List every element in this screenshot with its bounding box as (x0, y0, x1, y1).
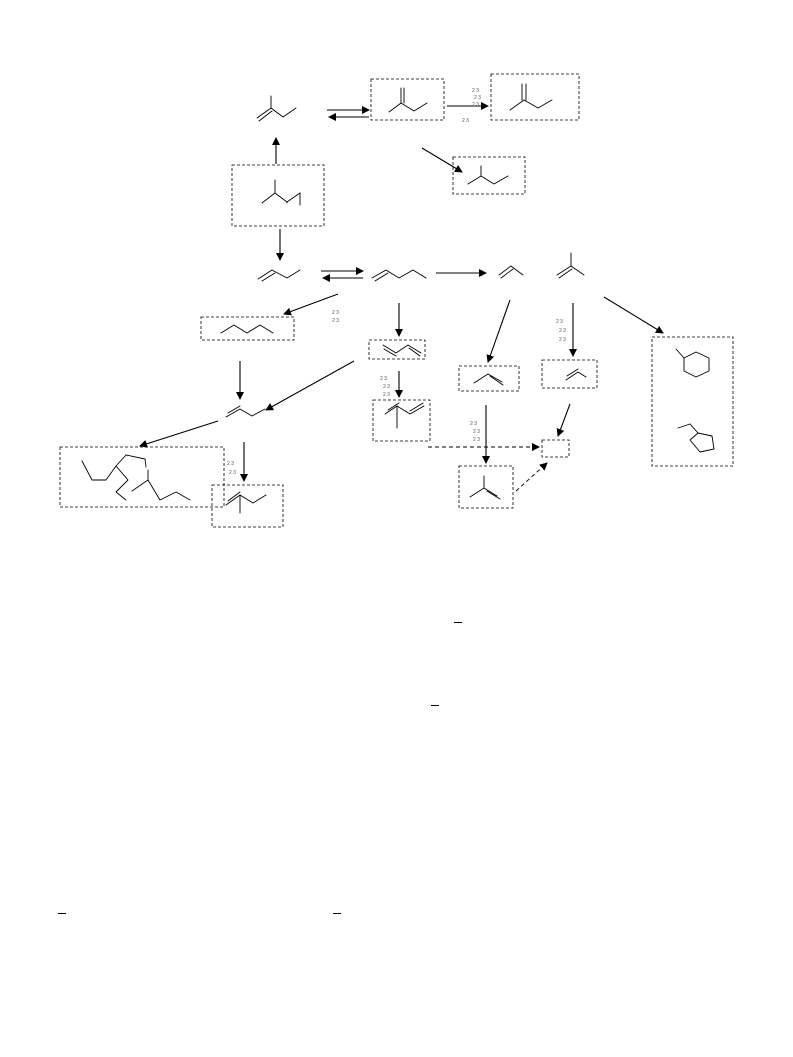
molecule-butadiene (382, 344, 422, 357)
molecule-isoprene (384, 402, 425, 429)
arrow-propene-down (486, 299, 511, 363)
box-isobutene (458, 465, 514, 509)
molecule-isobutene-upper (556, 252, 585, 279)
cond-f-1: 2 3 (227, 461, 234, 467)
box-2-methyl-1-butene-bottom (211, 484, 284, 528)
box-pentane (200, 316, 295, 341)
dashed-arrows (428, 443, 548, 492)
arrow-to-isopentane (421, 147, 463, 173)
footnote-mark-4: – (333, 913, 341, 914)
box-3-methylpentane (231, 164, 325, 227)
molecule-2-pentene (257, 269, 301, 282)
molecule-2-methyl-1-butene-lower (225, 491, 267, 514)
reaction-arrows (139, 102, 664, 482)
molecule-2-methylene-butane (509, 83, 553, 111)
box-c10-dimers (59, 446, 225, 508)
box-butadiene (368, 339, 426, 360)
box-2-methylene-butane-right (490, 73, 580, 121)
molecule-isopentane (467, 165, 509, 185)
arrow-butadiene-to-2pentene (265, 360, 355, 411)
conditions-f: 2 3 2 3 (227, 461, 236, 476)
cond-e-3: 2 3 (473, 437, 480, 443)
product-boxes (59, 73, 734, 528)
conditions-e: 2 3 2 3 2 3 (470, 421, 480, 443)
cond-c-3: 2 3 (559, 337, 566, 343)
cond-a-3: 2 3 (472, 102, 479, 108)
arrow-to-pentane (283, 293, 339, 316)
footnote-mark-2: – (431, 705, 439, 706)
cond-a-1: 2 3 (472, 88, 479, 94)
molecule-2-pentene-lower (225, 405, 266, 418)
conditions-d: 2 3 2 3 2 3 (380, 376, 390, 398)
box-cyclic-products (651, 336, 734, 467)
conditions-a: 2 3 2 3 2 3 2 3 (462, 88, 481, 124)
molecule-pentane (220, 324, 274, 334)
cond-d-2: 2 3 (383, 384, 390, 390)
condition-labels: 2 3 2 3 2 3 2 3 2 3 2 3 2 3 2 3 2 3 2 3 … (227, 88, 566, 476)
box-isopentane (452, 156, 526, 195)
conditions-c: 2 3 2 3 2 3 (556, 319, 566, 343)
molecule-2-methyl-1-butene (256, 95, 297, 122)
cond-e-1: 2 3 (470, 421, 477, 427)
footnote-mark-1: – (454, 622, 462, 623)
arrow-to-c10-dimers (139, 420, 219, 448)
molecule-propene-upper (498, 265, 524, 279)
molecule-ethylcyclopentane (677, 423, 715, 453)
box-coke (541, 439, 570, 458)
molecule-propene-boxed (473, 373, 504, 386)
molecule-c10-dimer-b (131, 469, 191, 501)
box-2-methyl-1-butene-top (370, 78, 445, 121)
cond-e-2: 2 3 (473, 429, 480, 435)
arrow-ethene-to-coke (556, 403, 571, 437)
footnote-mark-3: – (58, 913, 66, 914)
dashed-arrow-isobutene-to-coke (515, 462, 548, 492)
box-ethene (541, 359, 598, 389)
box-isoprene (372, 399, 431, 442)
cond-d-1: 2 3 (380, 376, 387, 382)
molecule-isobutene-boxed (469, 475, 501, 500)
molecule-1-pentene (371, 269, 427, 282)
cond-c-1: 2 3 (556, 319, 563, 325)
molecule-2-methyl-1-butene-boxed (388, 87, 428, 113)
molecule-methylcyclohexane (675, 348, 710, 378)
molecule-ethene-boxed (565, 368, 587, 381)
molecule-3-methylpentane (261, 179, 301, 206)
conditions-b: 2 3 2 3 (332, 310, 339, 324)
arrow-to-cyclics (603, 296, 664, 334)
cond-a-2: 2 3 (474, 95, 481, 101)
cond-c-2: 2 3 (559, 328, 566, 334)
cond-b-2: 2 3 (332, 318, 339, 324)
cond-f-2: 2 3 (229, 470, 236, 476)
molecule-c10-dimer-a (81, 454, 147, 501)
cond-a-4: 2 3 (462, 118, 469, 124)
cond-b-1: 2 3 (332, 310, 339, 316)
box-propene (458, 365, 520, 392)
cond-d-3: 2 3 (383, 392, 390, 398)
